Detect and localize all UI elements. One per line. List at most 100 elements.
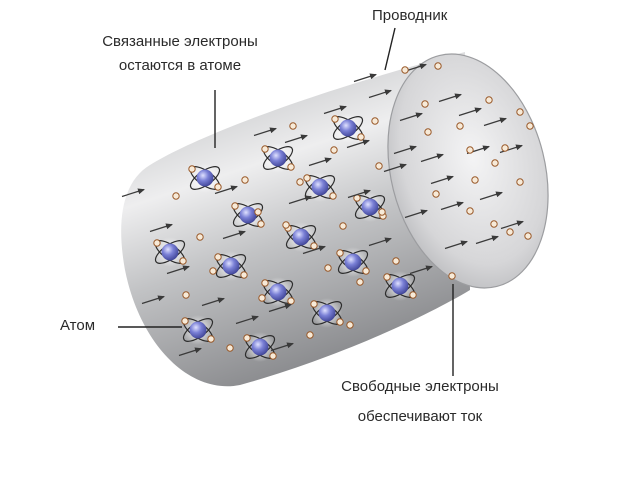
label-bound-electrons: Связанные электроны остаются в атоме [80,30,280,78]
drift-arrow [368,89,392,99]
free-electron [401,66,409,74]
atom [231,200,265,230]
free-electron [282,221,290,229]
free-electron [330,146,338,154]
free-electron [339,222,347,230]
drift-arrow [323,105,347,115]
drift-arrow [500,220,524,230]
bound-electron [310,242,318,250]
label-free-electrons-line1: Свободные электроны [341,378,499,395]
label-free-electrons: Свободные электроны обеспечивают ток [320,372,520,432]
atom [336,247,370,277]
free-electron [466,146,474,154]
bound-electron [409,291,417,299]
free-electron [516,178,524,186]
free-electron [392,257,400,265]
label-bound-electrons-line1: Связанные электроны [102,33,258,50]
free-electron [434,62,442,70]
free-electron [491,159,499,167]
atom-nucleus [161,243,179,261]
drift-arrow [458,107,482,117]
free-electron [371,117,379,125]
bound-electron [243,334,251,342]
free-electron [506,228,514,236]
free-electron [258,294,266,302]
atom-nucleus [196,169,214,187]
free-electron [182,291,190,299]
bound-electron [269,352,277,360]
drift-arrow [308,157,332,167]
drift-arrow [166,265,190,275]
drift-arrow [479,191,503,201]
free-electron [289,122,297,130]
atom [310,298,344,328]
drift-arrow [475,235,499,245]
atom-nucleus [239,206,257,224]
bound-electron [261,145,269,153]
bound-electron [240,271,248,279]
bound-electron [214,183,222,191]
free-electron [324,264,332,272]
atom [331,113,365,143]
free-electron [424,128,432,136]
drift-arrow [214,185,238,195]
free-electron [346,321,354,329]
bound-electron [362,267,370,275]
atom [353,192,387,222]
bound-electron [336,318,344,326]
bound-electron [261,279,269,287]
drift-arrow [121,188,145,198]
drift-arrow [420,153,444,163]
drift-arrow [347,189,371,199]
bound-electron [257,220,265,228]
label-free-electrons-line2: обеспечивают ток [357,408,483,425]
atom [261,143,295,173]
drift-arrow [222,230,246,240]
conductor-contents [121,62,534,362]
atom-nucleus [189,321,207,339]
bound-electron [179,257,187,265]
drift-arrow [284,134,308,144]
free-electron [456,122,464,130]
atom-nucleus [344,253,362,271]
bound-electron [303,174,311,182]
atom-nucleus [339,119,357,137]
atom [243,332,277,362]
bound-electron [207,335,215,343]
drift-arrow [353,73,377,83]
conductor-end-rim [387,53,549,289]
free-electron [490,220,498,228]
drift-arrow [302,245,326,255]
bound-electron [231,202,239,210]
free-electron [501,144,509,152]
bound-electron [383,273,391,281]
free-electron [448,272,456,280]
free-electron [296,178,304,186]
drift-arrow [399,112,423,122]
free-electron [209,267,217,275]
bound-electron [310,300,318,308]
label-atom: Атом [60,317,96,334]
drift-arrow [444,240,468,250]
drift-arrow [430,175,454,185]
atom-nucleus [251,338,269,356]
atom [303,172,337,202]
drift-arrow [178,347,202,357]
atom-nucleus [292,228,310,246]
label-bound-electrons-line2: остаются в атоме [118,57,242,74]
atom [214,251,248,281]
drift-arrow [235,315,259,325]
free-electron [485,96,493,104]
free-electron [471,176,479,184]
bound-electron [331,115,339,123]
free-electron [432,190,440,198]
label-conductor: Проводник [372,7,448,24]
bound-electron [188,165,196,173]
atom-nucleus [222,257,240,275]
atom-nucleus [269,149,287,167]
bound-electron [153,239,161,247]
free-electron [196,233,204,241]
drift-arrow [270,342,294,352]
drift-arrow [288,195,312,205]
